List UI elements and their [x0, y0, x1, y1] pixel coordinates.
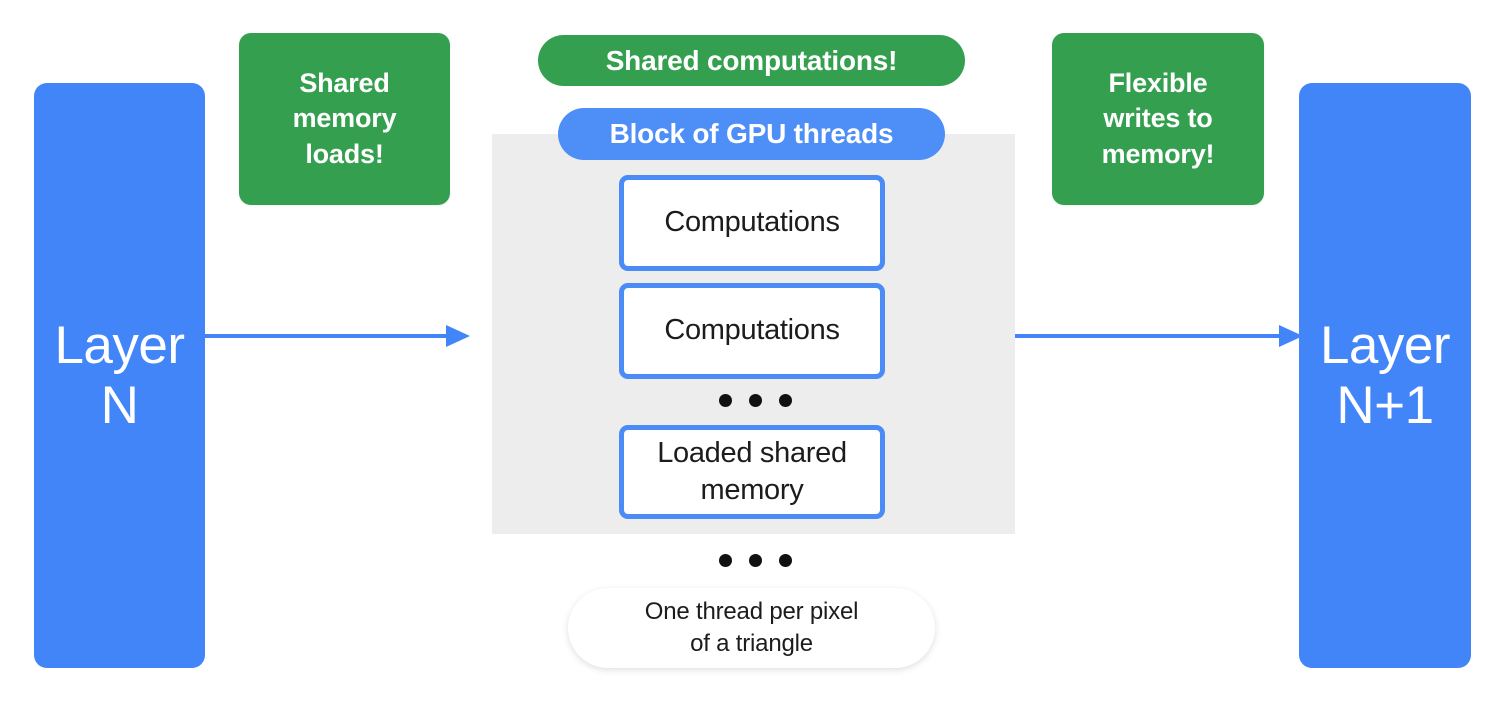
footnote-one-thread-per-pixel: One thread per pixel of a triangle	[568, 588, 935, 668]
layer-n-plus-1-box: Layer N+1	[1299, 83, 1471, 668]
arrow-block-to-layer-n1	[1013, 318, 1303, 354]
callout-shared-computations: Shared computations!	[538, 35, 965, 86]
thread-box: Computations	[619, 175, 885, 271]
block-of-gpu-threads-label: Block of GPU threads	[558, 108, 945, 160]
ellipsis-dot	[779, 554, 792, 567]
arrow-layer-n-to-block	[205, 318, 470, 354]
ellipsis-dot	[749, 554, 762, 567]
ellipsis-below-block	[719, 554, 792, 567]
callout-shared-memory-loads: Shared memory loads!	[239, 33, 450, 205]
thread-box: Computations	[619, 283, 885, 379]
ellipsis-inside-block	[719, 394, 792, 407]
callout-flexible-writes: Flexible writes to memory!	[1052, 33, 1264, 205]
layer-n-box: Layer N	[34, 83, 205, 668]
ellipsis-dot	[719, 554, 732, 567]
ellipsis-dot	[749, 394, 762, 407]
ellipsis-dot	[779, 394, 792, 407]
ellipsis-dot	[719, 394, 732, 407]
thread-box: Loaded shared memory	[619, 425, 885, 519]
